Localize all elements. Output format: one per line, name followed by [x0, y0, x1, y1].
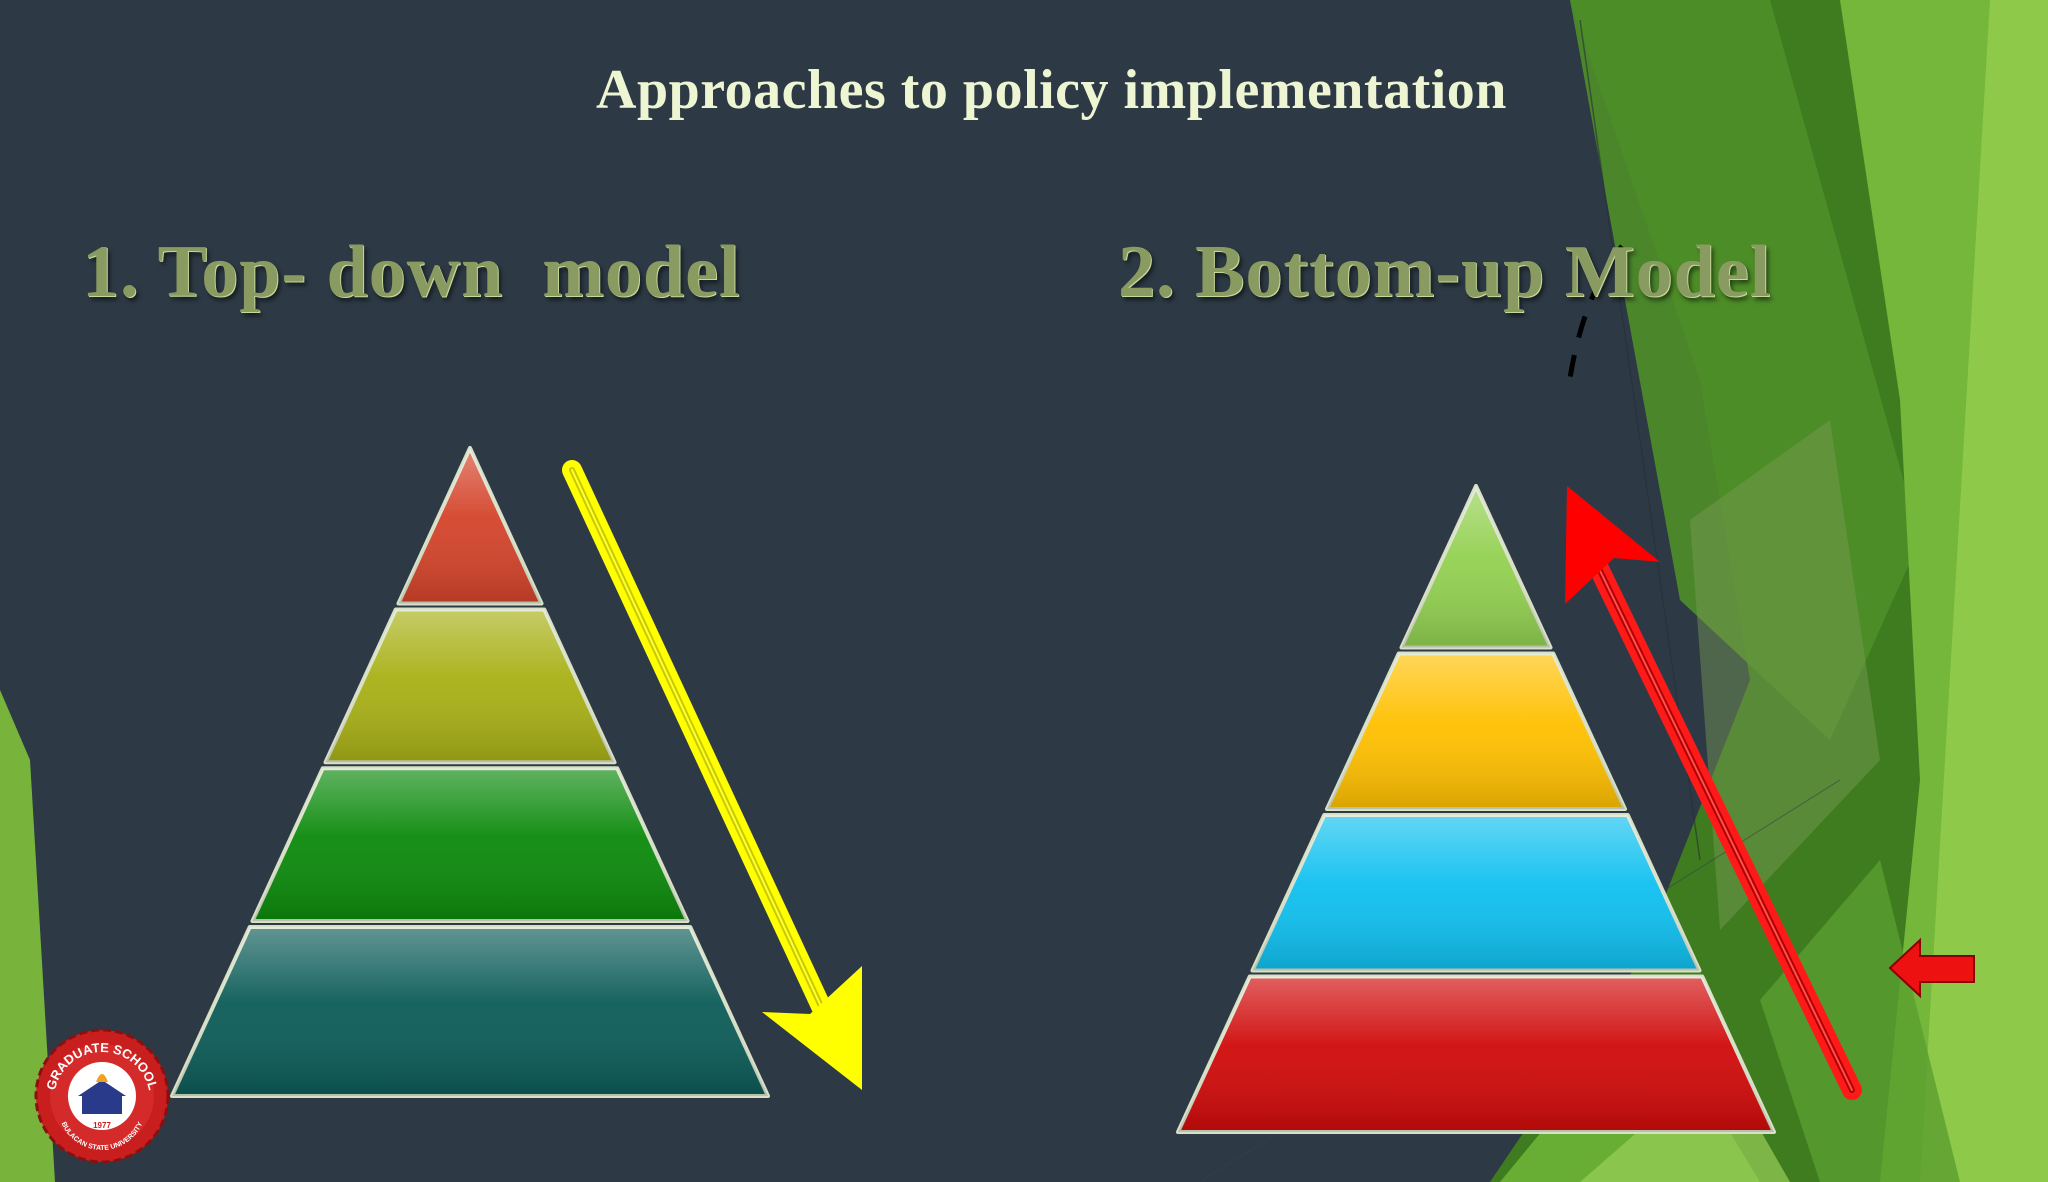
top-down-pyramid: [170, 446, 770, 1098]
decor-green-facets: [1199, 0, 2048, 1182]
small-left-arrow-red: [1888, 937, 1975, 999]
slide-title: Approaches to policy implementation: [596, 59, 1507, 121]
top-down-pyramid-level-2-gloss: [325, 609, 615, 763]
top-down-pyramid-level-4-gloss: [172, 927, 768, 1096]
dashed-line: [1565, 244, 1624, 393]
top-down-pyramid-level-1-gloss: [398, 448, 542, 604]
bottom-up-pyramid-level-3-gloss: [1252, 815, 1700, 971]
down-arrow-yellow: [562, 460, 862, 1090]
up-arrow-red: [1565, 486, 1862, 1100]
bottom-up-heading: 2. Bottom-up Model: [1118, 231, 1772, 313]
logo-year: 1977: [93, 1121, 111, 1130]
graduate-school-logo: GRADUATE SCHOOL BULACAN STATE UNIVERSITY…: [34, 1028, 170, 1164]
bottom-up-pyramid-level-4-gloss: [1178, 976, 1774, 1132]
top-down-heading: 1. Top- down model: [82, 231, 741, 313]
top-down-pyramid-level-3-gloss: [252, 768, 688, 922]
bottom-up-pyramid-level-1-gloss: [1401, 486, 1551, 648]
bottom-up-pyramid: [1176, 484, 1776, 1134]
decor-left-sliver: [0, 690, 55, 1182]
bottom-up-pyramid-level-2-gloss: [1327, 653, 1625, 809]
